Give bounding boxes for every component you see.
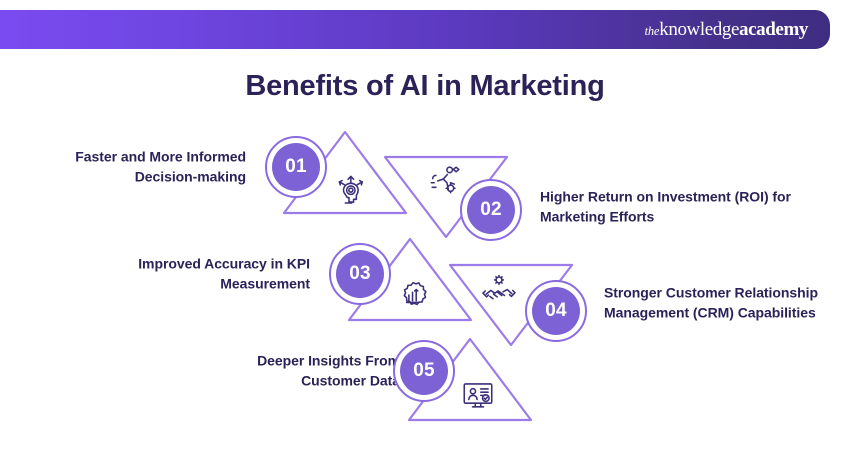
item-number-02: 02: [467, 186, 515, 234]
item-badge-02[interactable]: 02: [460, 179, 522, 241]
brand-the: the: [644, 23, 660, 38]
brand-knowledge: knowledge: [659, 18, 740, 40]
item-number-01: 01: [272, 143, 320, 191]
item-label-04: Stronger Customer Relationship Managemen…: [604, 284, 818, 321]
item-badge-03[interactable]: 03: [329, 243, 391, 305]
head-with-arrows-icon: [327, 170, 371, 214]
running-person-gear-icon: [424, 158, 468, 202]
item-badge-01[interactable]: 01: [265, 136, 327, 198]
gear-bar-chart-icon: [391, 274, 435, 318]
item-number-03: 03: [336, 250, 384, 298]
item-badge-04[interactable]: 04: [525, 280, 587, 342]
brand-logo: theknowledgeacademy: [644, 18, 809, 40]
item-label-02: Higher Return on Investment (ROI) for Ma…: [540, 188, 791, 225]
item-label-01: Faster and More Informed Decision-making: [75, 148, 246, 185]
monitor-user-profile-icon: [456, 372, 500, 416]
header-bar: theknowledgeacademy: [0, 10, 830, 49]
item-label-03: Improved Accuracy in KPI Measurement: [138, 255, 310, 292]
item-number-05: 05: [400, 347, 448, 395]
item-badge-05[interactable]: 05: [393, 340, 455, 402]
item-label-05: Deeper Insights From Customer Data: [257, 352, 400, 389]
item-number-04: 04: [532, 287, 580, 335]
page-title: Benefits of AI in Marketing: [245, 70, 605, 102]
handshake-gear-icon: [477, 268, 521, 312]
brand-academy: academy: [739, 18, 808, 40]
